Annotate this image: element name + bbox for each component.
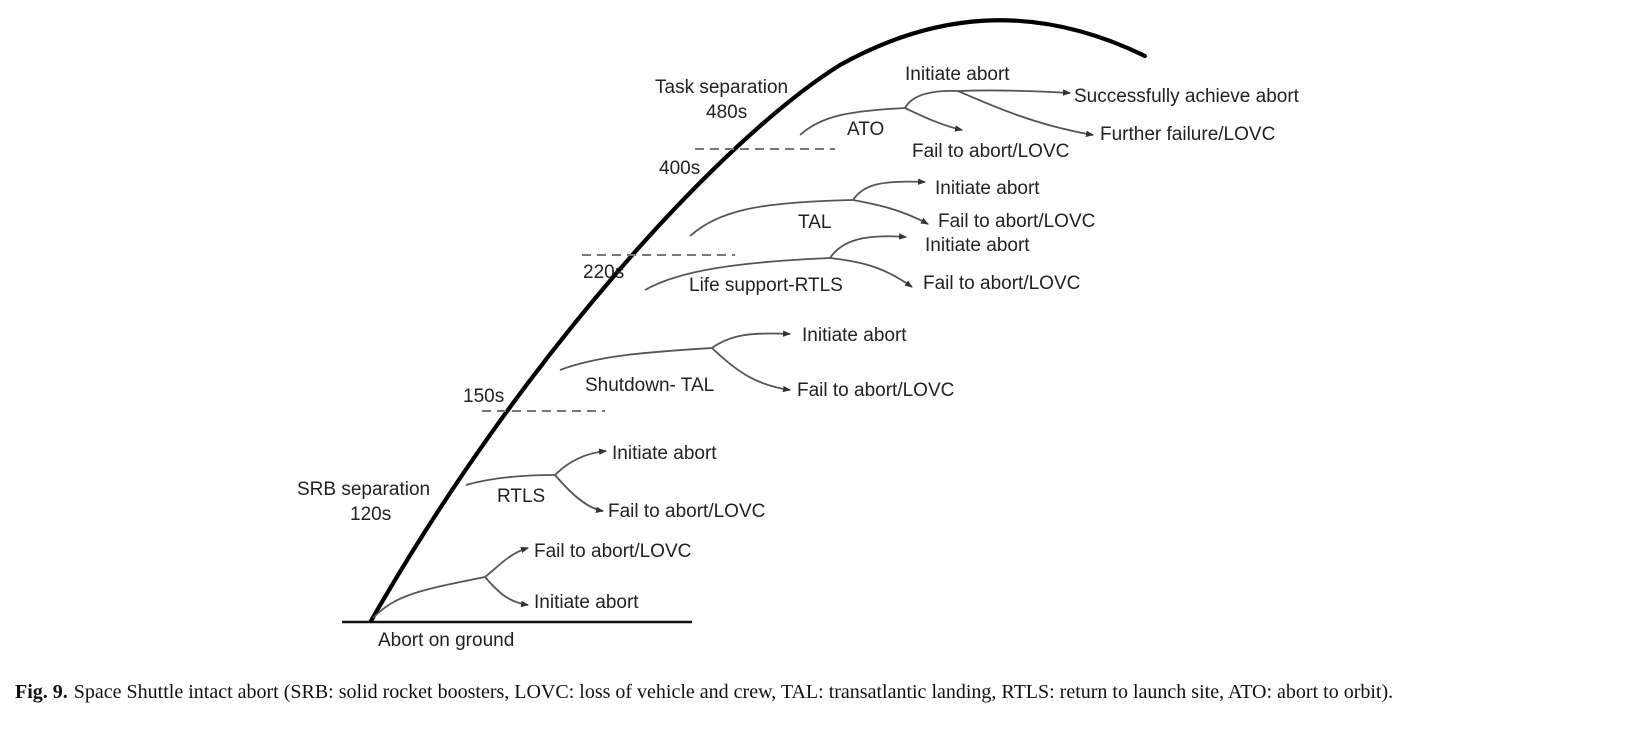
- ground-initiate-label: Initiate abort: [534, 592, 639, 613]
- ground-branch-initiate-arrow: [484, 576, 529, 608]
- life-support-rtls-label: Life support-RTLS: [689, 275, 843, 296]
- ground-branch-fail-arrow: [484, 546, 529, 578]
- tal-branch-initiate-arrow: [852, 178, 926, 201]
- life-support-branch-fail-arrow: [829, 257, 913, 288]
- rtls-initiate-label: Initiate abort: [612, 443, 717, 464]
- tal-branch-stem: [689, 199, 854, 237]
- ato-branch-initiate-stem: [904, 90, 959, 109]
- figure-caption: Fig. 9.Space Shuttle intact abort (SRB: …: [15, 678, 1635, 706]
- diagram-canvas: Abort on ground SRB separation 120s 150s…: [297, 18, 1300, 651]
- figure-number: Fig. 9.: [15, 681, 68, 703]
- life-support-initiate-label: Initiate abort: [925, 235, 1030, 256]
- ato-branch-success-arrow: [957, 89, 1071, 96]
- ato-fail-label: Fail to abort/LOVC: [912, 141, 1069, 162]
- ato-branch-stem: [799, 107, 906, 136]
- srb-separation-label: SRB separation: [297, 479, 430, 500]
- life-support-branch-initiate-arrow: [829, 233, 907, 259]
- abort-flow-diagram: Abort on ground SRB separation 120s 150s…: [297, 18, 1300, 651]
- rtls-branch-initiate-arrow: [554, 448, 607, 476]
- ground-fail-label: Fail to abort/LOVC: [534, 541, 691, 562]
- time-label-220s: 220s: [583, 262, 624, 283]
- shutdown-initiate-label: Initiate abort: [802, 325, 907, 346]
- rtls-label: RTLS: [497, 486, 545, 507]
- rtls-branch-stem: [465, 474, 556, 486]
- srb-separation-time: 120s: [350, 504, 391, 525]
- ground-branch-stem: [372, 576, 486, 619]
- task-separation-label: Task separation: [655, 77, 788, 98]
- shutdown-tal-label: Shutdown- TAL: [585, 375, 714, 396]
- tal-fail-label: Fail to abort/LOVC: [938, 211, 1095, 232]
- rtls-fail-label: Fail to abort/LOVC: [608, 501, 765, 522]
- shutdown-branch-initiate-arrow: [711, 330, 791, 349]
- ato-branch-further-arrow: [957, 90, 1094, 137]
- shutdown-branch-stem: [559, 347, 713, 371]
- tal-branch-fail-arrow: [852, 199, 929, 225]
- ascent-trajectory: [368, 18, 1148, 624]
- task-separation-time: 480s: [706, 102, 747, 123]
- shutdown-fail-label: Fail to abort/LOVC: [797, 380, 954, 401]
- ato-further-failure-label: Further failure/LOVC: [1100, 124, 1275, 145]
- life-support-branch-stem: [644, 257, 831, 291]
- ato-initiate-label: Initiate abort: [905, 64, 1010, 85]
- abort-on-ground-label: Abort on ground: [378, 630, 514, 651]
- tal-initiate-label: Initiate abort: [935, 178, 1040, 199]
- shutdown-branch-fail-arrow: [711, 347, 791, 393]
- life-support-fail-label: Fail to abort/LOVC: [923, 273, 1080, 294]
- tal-label: TAL: [798, 212, 831, 233]
- time-label-150s: 150s: [463, 386, 504, 407]
- ato-success-label: Successfully achieve abort: [1074, 86, 1300, 107]
- time-label-400s: 400s: [659, 158, 700, 179]
- rtls-branch-fail-arrow: [554, 474, 604, 513]
- ato-branch-fail-arrow: [904, 107, 963, 132]
- caption-text: Space Shuttle intact abort (SRB: solid r…: [73, 681, 1394, 703]
- ato-label: ATO: [847, 119, 884, 140]
